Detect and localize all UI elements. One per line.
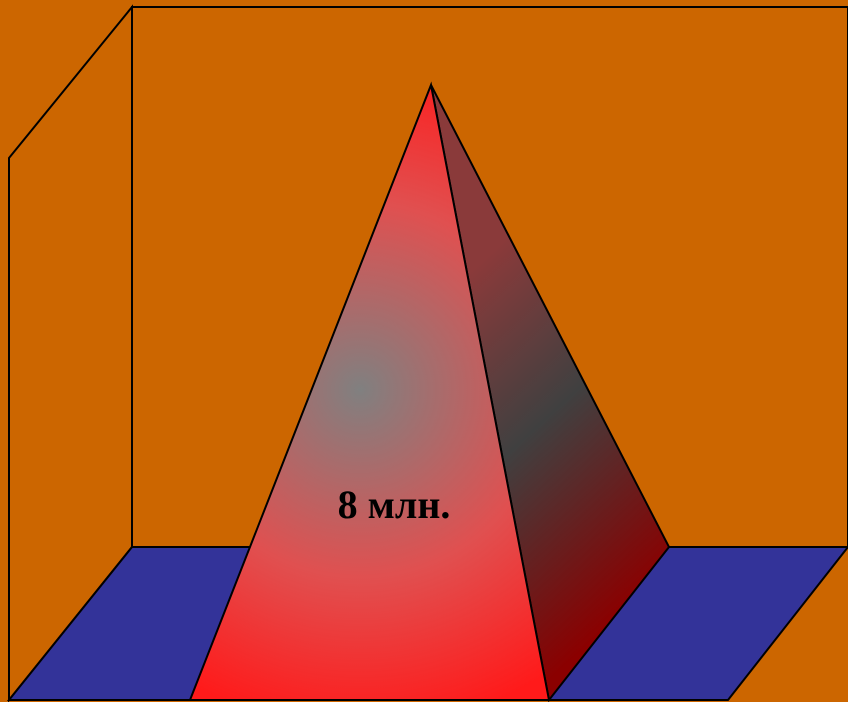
pyramid-label: 8 млн. xyxy=(338,482,451,527)
